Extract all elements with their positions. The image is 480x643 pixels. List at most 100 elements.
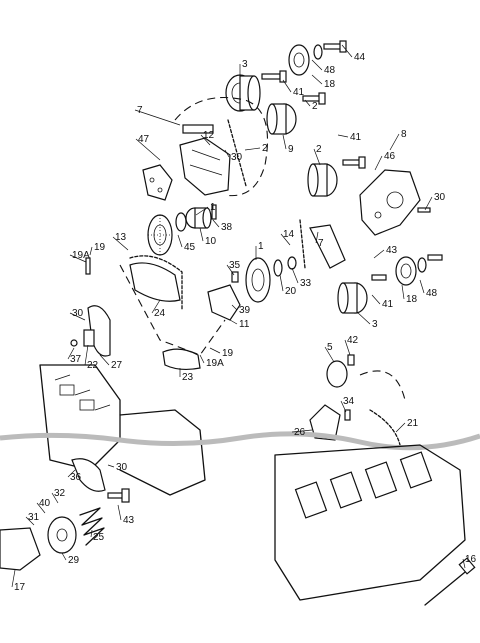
callout-leader [134,109,181,126]
callout-label: 44 [354,52,366,63]
callout-leader [195,206,209,216]
callout-leader [61,552,67,561]
bolt-37 [70,339,78,347]
bracket-11 [207,284,241,321]
callout-leader [67,347,75,360]
callout-label: 46 [384,151,396,162]
callout-leader [11,569,16,588]
bolt-34 [344,409,351,421]
callout-label: 38 [221,222,233,233]
callout-leader [135,138,161,161]
callout-leader [311,74,323,85]
callout-leader [337,134,349,138]
callout-leader [67,469,76,478]
callout-label: 35 [229,260,241,271]
callout-leader [395,422,406,433]
callout-leader [424,196,433,211]
shaft-10 [185,207,212,229]
bolt-41-upper [261,70,287,83]
callout-leader [229,319,238,325]
callout-label: 3 [372,319,378,330]
callout-label: 26 [294,427,306,438]
callout-leader [89,246,93,256]
callout-label: 7 [137,105,143,116]
spring-25 [79,507,105,546]
callout-leader [313,148,321,166]
callout-label: 33 [300,278,312,289]
sprocket-5 [326,360,348,388]
callout-label: 48 [324,65,336,76]
callout-leader [51,492,59,504]
bracket-46 [359,169,421,236]
callout-label: 24 [154,308,166,319]
callout-label: 18 [324,79,336,90]
bolt-41-right [342,156,366,169]
callout-leader [315,231,319,244]
timing-chain-12 [227,119,247,187]
callout-leader [304,99,311,107]
callout-label: 30 [116,462,128,473]
callout-label: 5 [327,342,333,353]
callout-leader [373,249,385,259]
callout-leader [117,504,122,521]
callout-leader [419,279,425,294]
callout-label: 19A [72,250,90,261]
bolt-upper-2 [302,92,326,105]
callout-label: 48 [426,288,438,299]
callout-leader [279,274,284,292]
chain-tensioner-9 [174,97,268,197]
camshaft-sprocket-upper-right [288,44,310,76]
callout-leader [36,502,46,514]
callout-leader [69,254,87,263]
callout-label: 13 [115,232,127,243]
callout-label: 30 [231,152,243,163]
callout-leader [340,400,347,413]
callout-label: 16 [465,554,477,565]
callout-leader [282,79,292,93]
callout-label: 41 [382,299,394,310]
callout-leader [401,284,405,300]
callout-leader [244,147,261,151]
callout-leader [151,299,161,314]
bracket-47 [142,164,173,201]
bolt-35 [231,271,239,283]
chain-guide-14 [299,219,346,269]
callout-label: 19A [206,358,224,369]
bolt-44-top [323,40,347,53]
callout-label: 1 [258,241,264,252]
callout-label: 19 [222,348,234,359]
callout-label: 19 [94,242,106,253]
sprocket-1-left [147,214,173,256]
callout-label: 27 [111,360,123,371]
callout-leader [371,294,381,305]
callout-label: 29 [68,555,80,566]
callout-leader [356,311,371,325]
bolt-30-right [417,207,431,213]
callout-label: 47 [138,134,150,145]
callout-leader [69,312,86,321]
washer-48-right [417,257,427,273]
callout-leader [341,44,353,58]
callout-label: 20 [285,286,297,297]
engine-block-left [39,364,206,496]
callout-label: 14 [283,229,295,240]
torn-edge-divider [0,431,480,451]
callout-label: 2 [312,101,318,112]
oil-pump-29 [47,516,77,554]
callout-label: 32 [54,488,66,499]
callout-label: 39 [239,305,251,316]
callout-leader [291,429,313,433]
bolt-42 [347,354,355,366]
callout-leader [462,558,466,569]
callout-leader [99,354,110,366]
callout-label: 12 [203,130,215,141]
callout-label: 25 [93,532,105,543]
callout-leader [25,516,35,526]
callout-leader [224,149,230,158]
tensioner-36 [71,458,106,492]
callout-leader [84,344,89,366]
callout-leader [107,464,115,468]
washer-33 [287,256,297,270]
sprocket-1-middle [245,257,271,303]
callout-label: 1 [210,202,216,213]
